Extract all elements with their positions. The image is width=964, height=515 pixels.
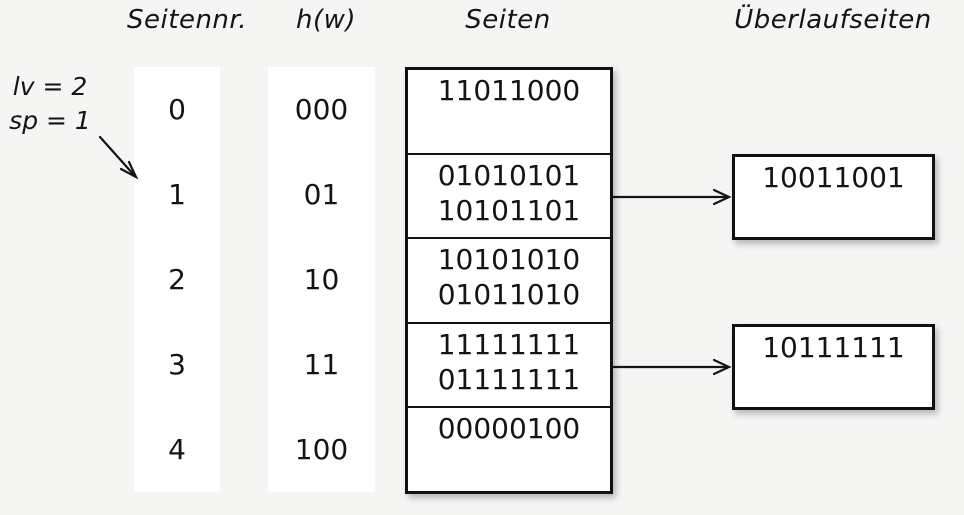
hash-column: 000 01 10 11 100 (268, 67, 375, 492)
page-value: 01111111 (437, 362, 581, 396)
split-pointer-value: sp = 1 (9, 106, 91, 135)
level-value: lv = 2 (12, 72, 88, 101)
pagenr-column: 0 1 2 3 4 (134, 67, 220, 492)
state-annotation: lv = 2 sp = 1 (6, 70, 94, 138)
overflow-arrow-2 (611, 358, 732, 376)
page-value: 01011010 (437, 278, 581, 312)
col-header-hw: h(w) (295, 5, 357, 35)
col-header-seiten: Seiten (465, 5, 551, 35)
page-value: 10101101 (437, 193, 581, 227)
pagenr-3: 3 (168, 348, 186, 381)
split-pointer-arrow (98, 135, 139, 180)
pagenr-4: 4 (168, 433, 186, 466)
page-cell-1: 01010101 10101101 (408, 155, 610, 240)
overflow-arrow-1 (611, 188, 732, 206)
pages-table: 11011000 01010101 10101101 10101010 0101… (405, 67, 613, 494)
pagenr-0: 0 (168, 93, 186, 126)
overflow-value: 10111111 (762, 331, 905, 364)
pagenr-1: 1 (168, 178, 186, 211)
overflow-page-3: 10111111 (732, 324, 935, 410)
hash-0: 000 (294, 93, 349, 126)
page-value: 01010101 (437, 158, 581, 192)
page-cell-4: 00000100 (408, 408, 610, 491)
page-value: 11011000 (437, 74, 581, 107)
hash-4: 100 (294, 433, 349, 466)
col-header-seitennr: Seitennr. (127, 5, 247, 35)
hash-2: 10 (303, 263, 340, 296)
page-value: 10101010 (437, 243, 581, 277)
page-cell-0: 11011000 (408, 70, 610, 155)
page-cell-2: 10101010 01011010 (408, 239, 610, 324)
hash-3: 11 (303, 348, 340, 381)
page-value: 11111111 (437, 327, 581, 361)
pagenr-2: 2 (168, 263, 186, 296)
col-header-ueberlaufseiten: Überlaufseiten (734, 5, 932, 35)
page-cell-3: 11111111 01111111 (408, 324, 610, 409)
hash-1: 01 (303, 178, 340, 211)
page-value: 00000100 (437, 412, 581, 446)
overflow-value: 10011001 (762, 161, 905, 194)
overflow-page-1: 10011001 (732, 154, 935, 240)
